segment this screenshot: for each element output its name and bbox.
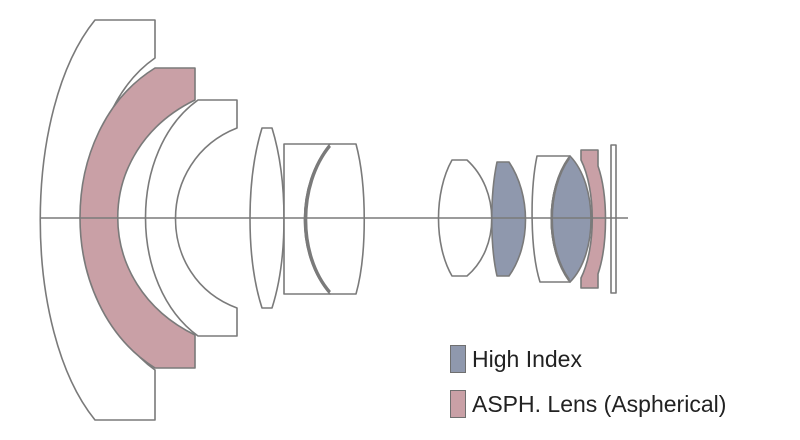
legend-swatch-high-index	[450, 345, 466, 373]
cemented-surface-1	[304, 145, 332, 293]
lens-element-8-high-index	[490, 161, 527, 277]
lens-element-3	[144, 99, 238, 337]
lens-element-2-aspherical	[79, 67, 196, 369]
legend-item-high-index: High Index	[450, 340, 726, 378]
filter-plate	[610, 144, 617, 294]
legend-swatch-aspherical	[450, 390, 466, 418]
legend: High Index ASPH. Lens (Aspherical)	[450, 340, 726, 430]
legend-item-aspherical: ASPH. Lens (Aspherical)	[450, 385, 726, 423]
cemented-surface-2	[550, 157, 571, 281]
legend-label-aspherical: ASPH. Lens (Aspherical)	[472, 390, 727, 417]
legend-label-high-index: High Index	[472, 345, 582, 372]
lens-element-11-aspherical	[580, 149, 607, 289]
